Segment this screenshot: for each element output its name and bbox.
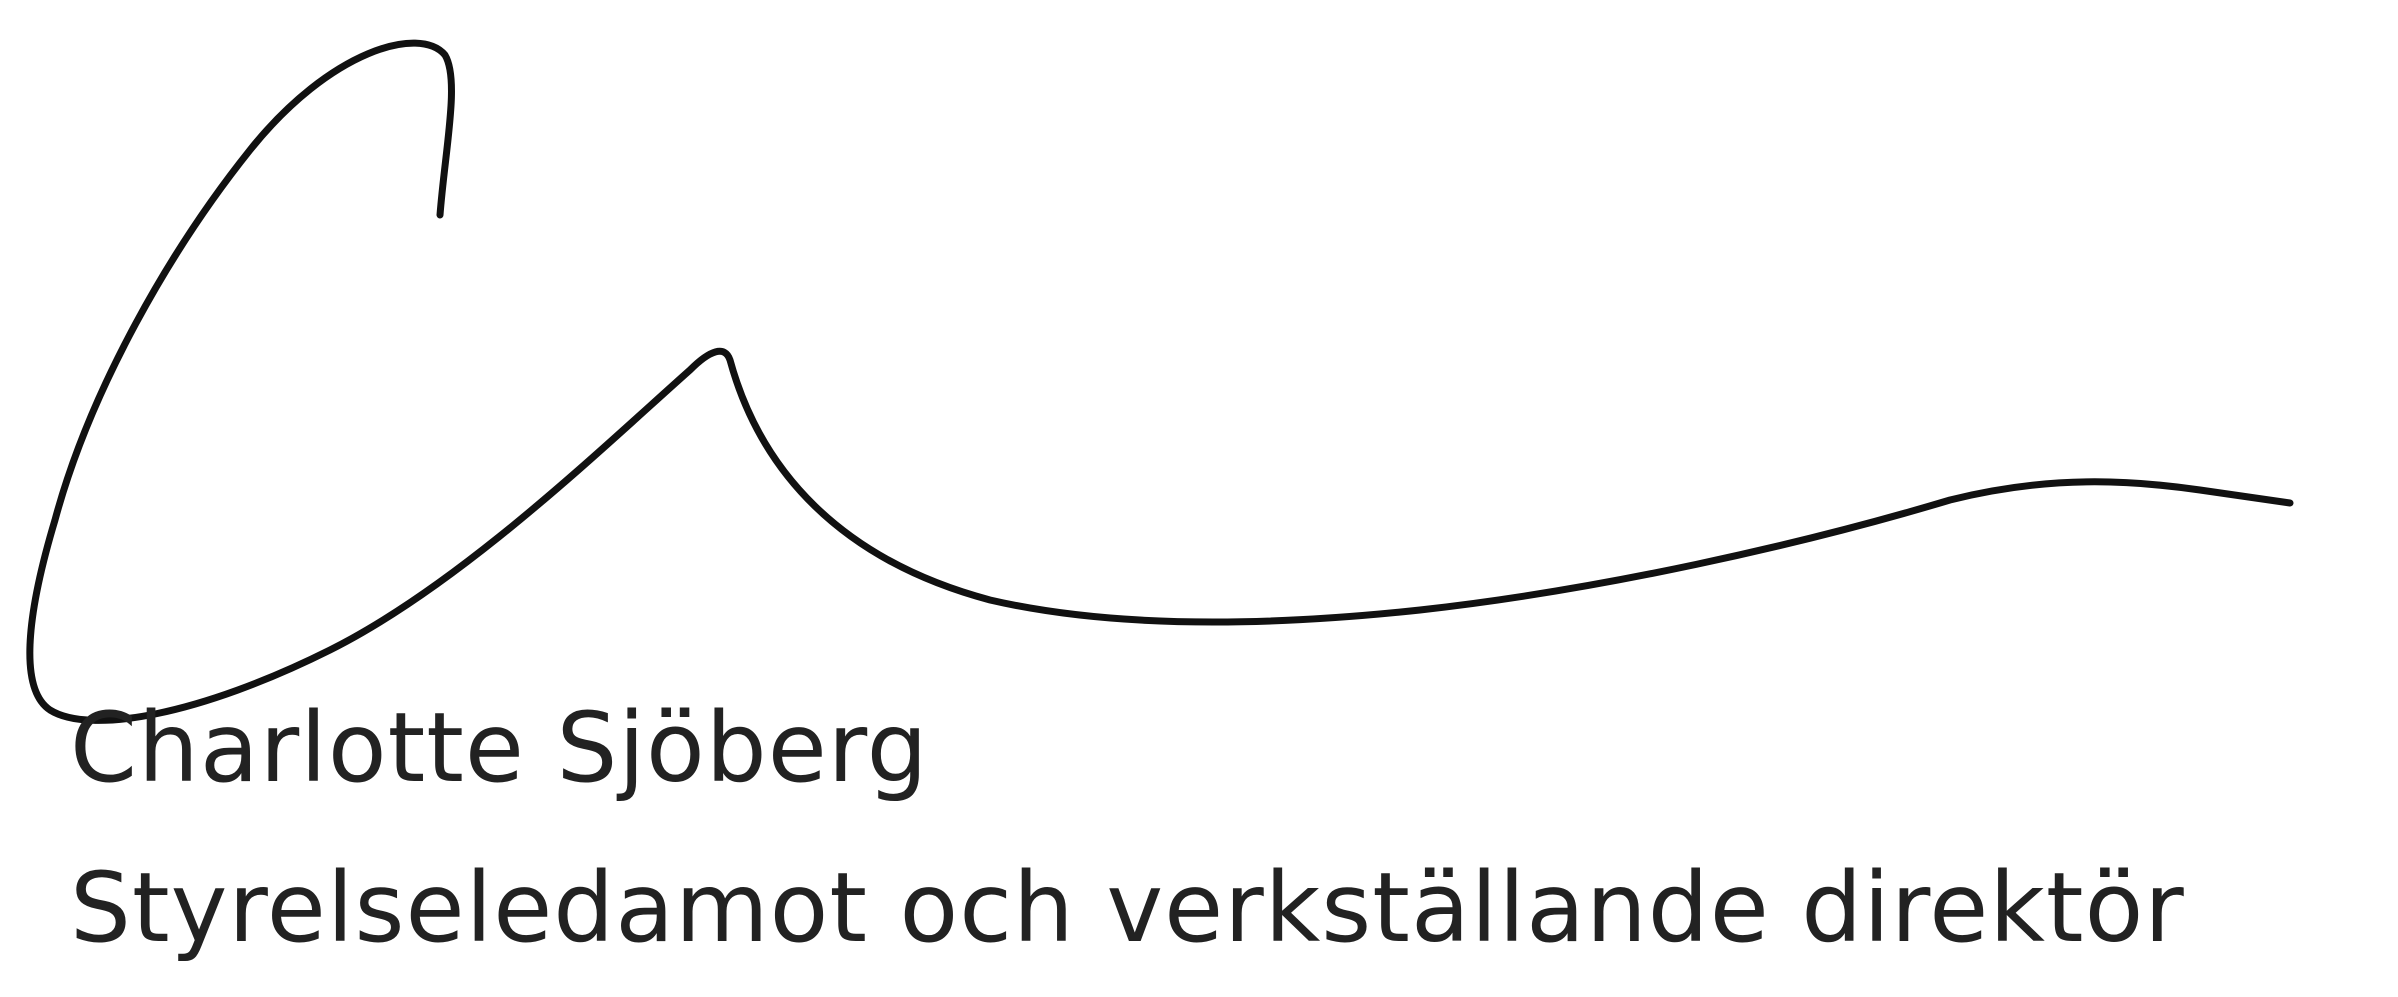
signer-name: Charlotte Sjöberg: [70, 692, 929, 804]
signature-stroke: [26, 39, 2294, 724]
handwritten-signature: [26, 39, 2294, 724]
signer-title: Styrelseledamot och verkställande direkt…: [70, 852, 2185, 964]
